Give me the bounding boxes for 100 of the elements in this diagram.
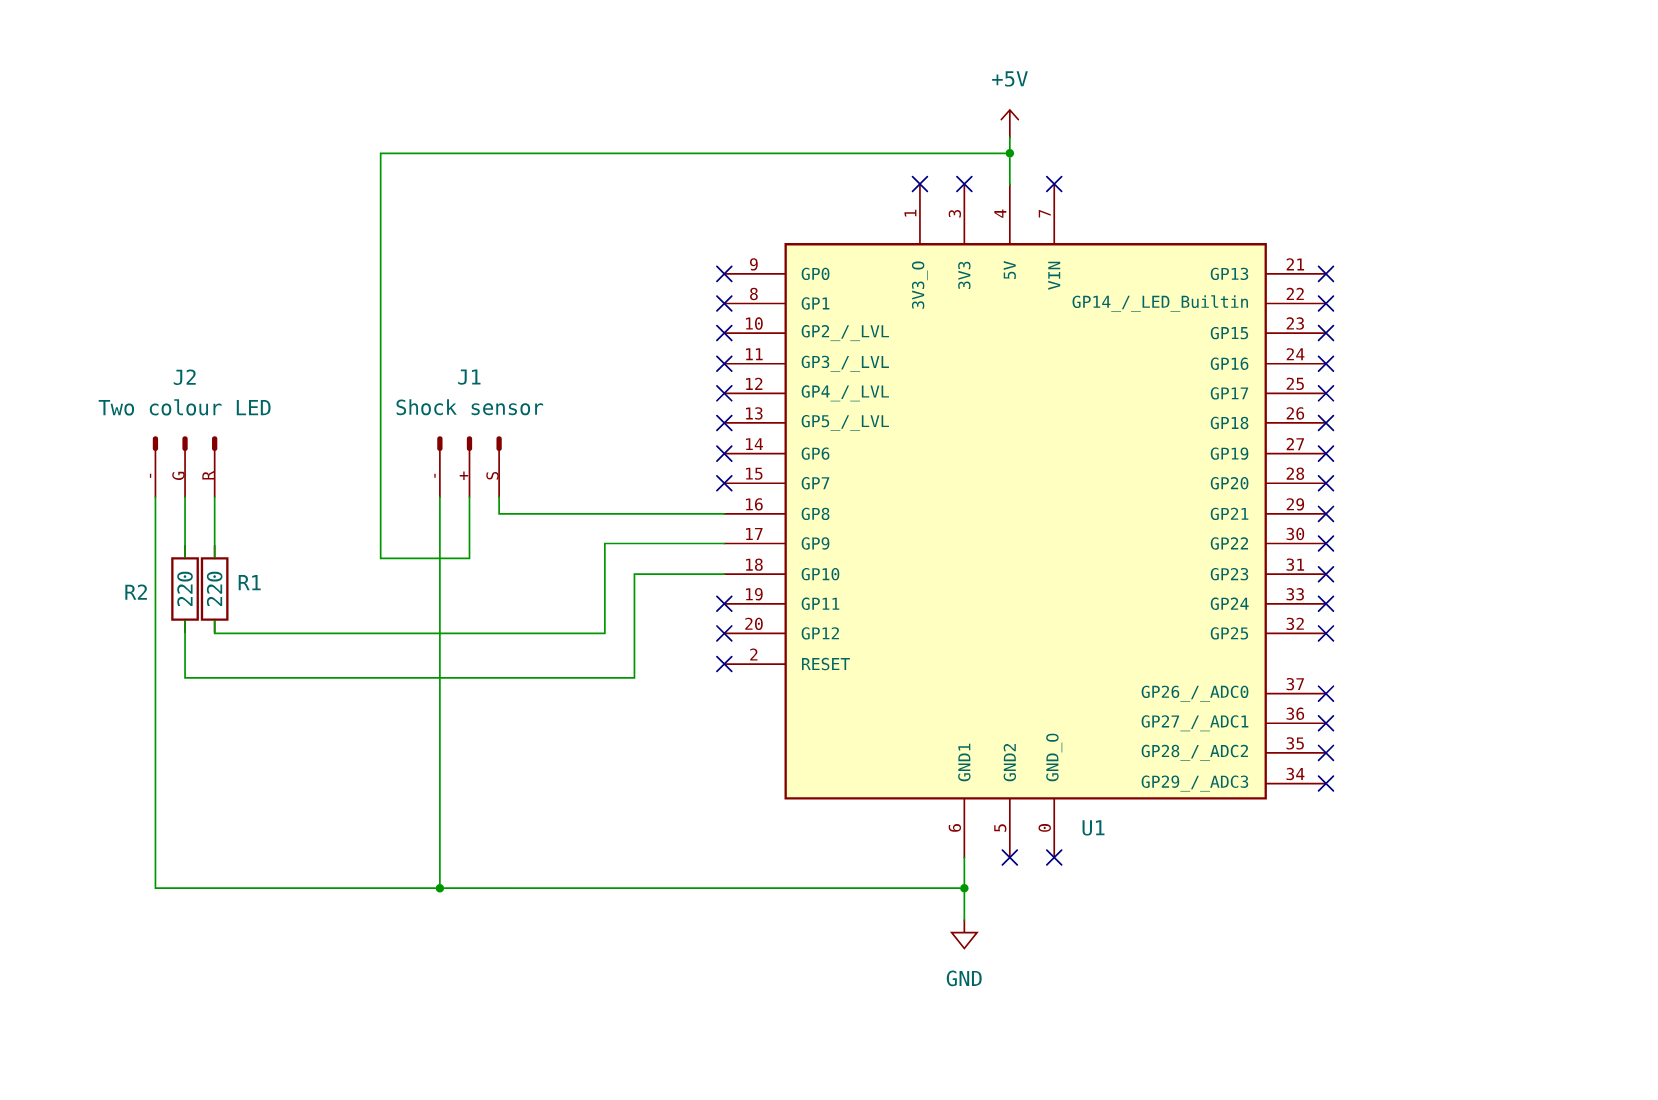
- pin-name: GP13: [1210, 267, 1249, 281]
- pin-name: GP21: [1210, 507, 1249, 521]
- pin-number: 16: [746, 498, 763, 511]
- pin-number: 17: [746, 528, 763, 541]
- wire: [184, 573, 726, 679]
- pin-label: -: [149, 473, 152, 478]
- pin-name: GP1: [801, 297, 830, 310]
- pin-label: +: [459, 471, 469, 481]
- pin-name: GP7: [801, 477, 830, 490]
- pin-name: GP28_/_ADC2: [1141, 745, 1249, 762]
- wire: [184, 496, 186, 559]
- pin-name: GND2: [1003, 744, 1016, 782]
- pin-number: 27: [1286, 438, 1304, 451]
- pin-name: GP24: [1210, 597, 1249, 611]
- wire: [213, 496, 216, 559]
- pin-number: 4: [994, 209, 1007, 218]
- pin-number: 36: [1286, 707, 1305, 721]
- pin-number: 10: [746, 317, 763, 330]
- pin-number: 13: [746, 407, 763, 420]
- pin-name: GP11: [801, 597, 840, 611]
- pin-label: -: [434, 473, 436, 478]
- pin-number: 22: [1286, 288, 1304, 301]
- pin-name: RESET: [802, 658, 850, 671]
- pin-name: GP26_/_ADC0: [1141, 685, 1249, 702]
- pin-name: GP22: [1210, 537, 1249, 550]
- pin-number: 28: [1286, 467, 1305, 481]
- resistor: 220: [171, 544, 199, 634]
- pin-number: 34: [1286, 767, 1305, 781]
- wire: [963, 892, 966, 921]
- pin-label: G: [172, 472, 185, 481]
- pin-name: GP15: [1210, 327, 1249, 340]
- pin-name: GP17: [1210, 387, 1249, 400]
- pin-number: 29: [1286, 498, 1305, 511]
- pin-number: 32: [1286, 617, 1304, 631]
- pin-number: 7: [1038, 210, 1051, 218]
- pin-name: GP4_/_LVL: [801, 385, 889, 402]
- pin-name: GP19: [1210, 447, 1249, 460]
- component-label: J2 Two colour LED: [98, 369, 271, 416]
- pin-name: GP20: [1210, 477, 1249, 490]
- pin-number: 12: [746, 377, 763, 391]
- pin-number: 19: [746, 588, 763, 601]
- wire: [963, 856, 966, 885]
- pin-name: 3V3: [958, 261, 971, 290]
- pin-number: 35: [1286, 737, 1304, 750]
- wire: [379, 152, 1007, 560]
- pin-name: GP23: [1210, 568, 1249, 581]
- wire: [443, 887, 961, 890]
- pin-name: GP25: [1210, 627, 1249, 640]
- pin-number: 25: [1286, 377, 1304, 391]
- pin-number: 0: [1038, 824, 1051, 832]
- pin-number: 8: [750, 287, 758, 301]
- pin-name: GND1: [958, 743, 971, 782]
- reference-label: R1: [238, 575, 261, 591]
- pin-number: 33: [1286, 588, 1304, 601]
- pin-name: GP12: [801, 627, 839, 640]
- pin-name: GP9: [801, 537, 830, 550]
- pin-number: 9: [750, 258, 758, 271]
- pin-number: 5: [994, 824, 1007, 832]
- resistor: 220: [200, 544, 229, 634]
- pin-number: 21: [1286, 258, 1305, 271]
- pin-name: GP5_/_LVL: [801, 415, 889, 432]
- pin-name: GP27_/_ADC1: [1141, 715, 1249, 732]
- wire: [498, 496, 726, 515]
- pin-number: 11: [746, 348, 763, 361]
- pin-number: 2: [750, 648, 758, 661]
- pin-name: 5V: [1003, 261, 1016, 280]
- reference-label: R2: [125, 584, 147, 600]
- wire: [213, 542, 726, 635]
- wire: [154, 496, 437, 890]
- pin-number: 24: [1286, 348, 1305, 361]
- pin-name: GP16: [1210, 357, 1249, 371]
- pin-number: 26: [1286, 407, 1305, 420]
- pin-label: R: [202, 471, 215, 480]
- pin-label: S: [486, 472, 499, 480]
- pin-number: 23: [1286, 317, 1304, 330]
- pin-number: 6: [948, 824, 962, 832]
- pin-number: 37: [1286, 678, 1304, 691]
- pin-name: GP10: [801, 568, 840, 581]
- pin-name: GP0: [801, 267, 830, 281]
- pin-number: 1: [904, 209, 917, 217]
- pin-number: 18: [746, 558, 763, 571]
- wire: [1009, 157, 1011, 186]
- pin-name: GND_O: [1046, 733, 1063, 782]
- pin-number: 30: [1286, 527, 1305, 541]
- pin-name: GP2_/_LVL: [801, 325, 889, 342]
- ground-label: GND: [946, 970, 982, 987]
- pin-number: 20: [745, 617, 763, 631]
- wire: [1009, 136, 1011, 150]
- pin-number: 15: [746, 467, 763, 480]
- pin-number: 31: [1286, 558, 1305, 571]
- pin-name: GP29_/_ADC3: [1141, 775, 1249, 792]
- component-label: J1 Shock sensor: [396, 369, 544, 416]
- pin-name: 3V3_O: [911, 261, 928, 309]
- wire: [439, 496, 441, 885]
- pin-number: 3: [948, 210, 962, 218]
- pin-name: GP14_/_LED_Builtin: [1072, 295, 1248, 312]
- pin-name: GP3_/_LVL: [801, 355, 889, 372]
- pin-name: GP8: [801, 507, 830, 521]
- pin-name: GP6: [801, 447, 830, 460]
- power-label: +5V: [992, 71, 1028, 87]
